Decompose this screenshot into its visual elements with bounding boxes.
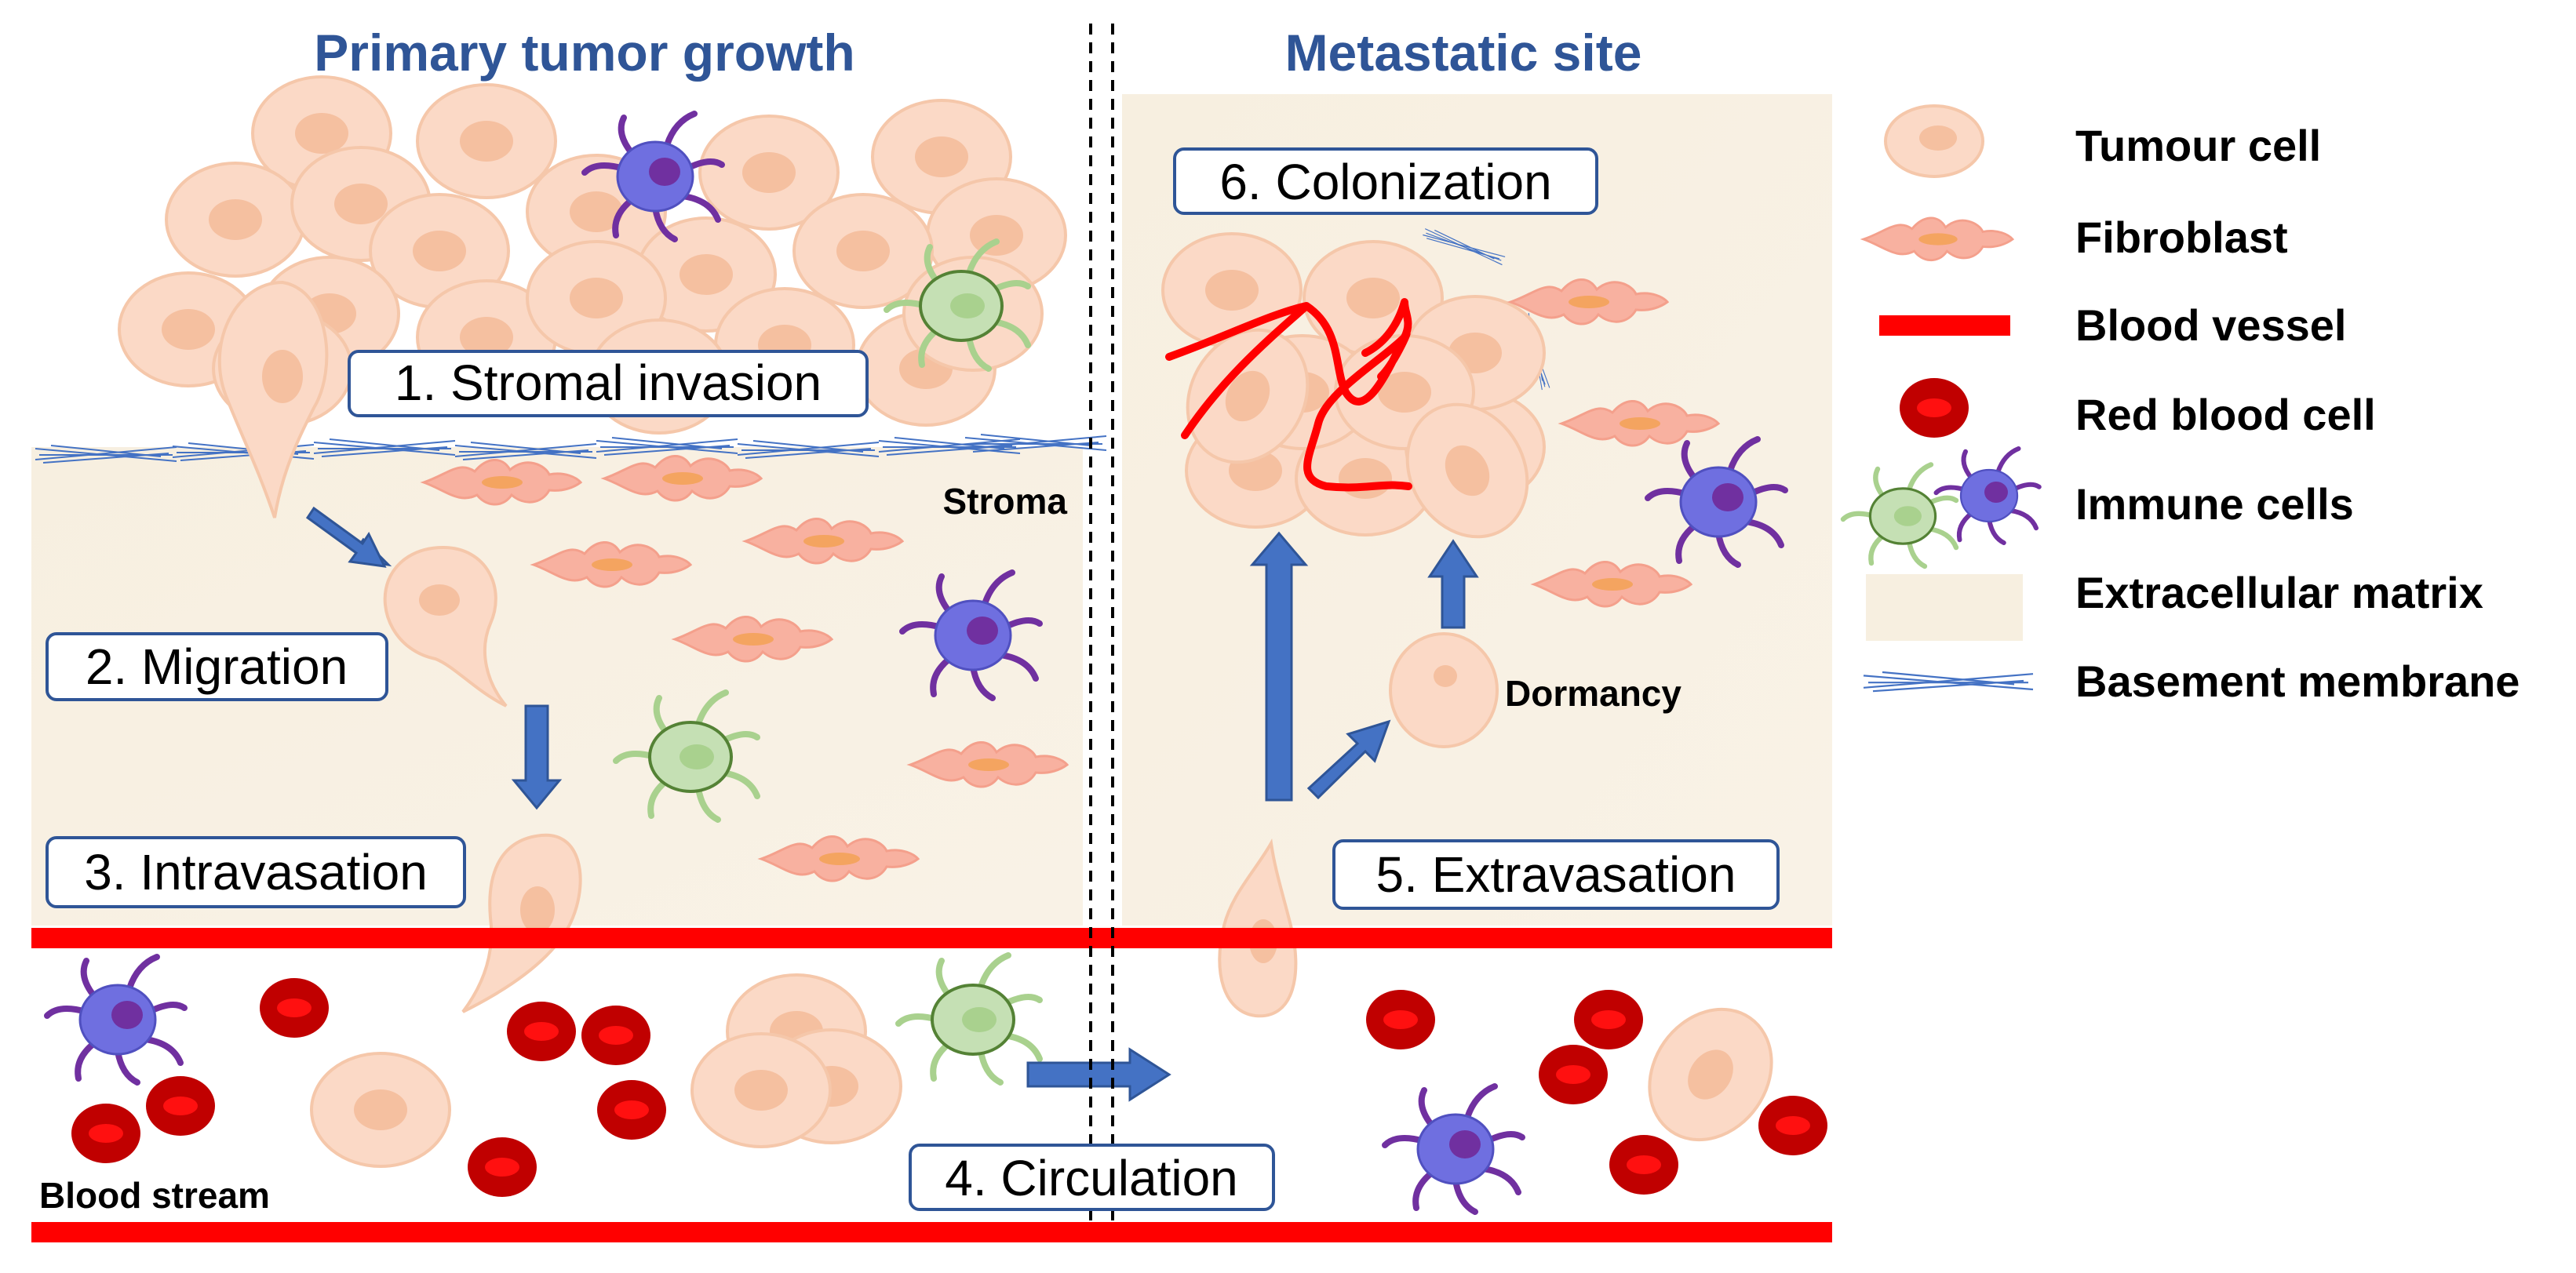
blood-vessel-upper: [31, 928, 1832, 948]
label-dormancy: Dormancy: [1505, 673, 1682, 714]
legend-tumour-cell-icon: [1884, 104, 1984, 178]
primary-tumour-mass: [118, 75, 1067, 518]
legend-blood-vessel: Blood vessel: [2075, 300, 2346, 350]
legend-extracellular-matrix: Extracellular matrix: [2075, 568, 2483, 617]
neo-vessel: [1165, 298, 1412, 492]
legend-fibroblast-icon: [1862, 216, 2014, 262]
label-blood-stream: Blood stream: [39, 1175, 270, 1216]
svg-text:3. Intravasation: 3. Intravasation: [84, 844, 428, 900]
step-extravasation: 5. Extravasation: [1332, 839, 1780, 910]
svg-text:6. Colonization: 6. Colonization: [1219, 154, 1551, 210]
step-migration: 2. Migration: [46, 632, 388, 701]
legend-blood-vessel-icon: [1879, 315, 2010, 336]
legend-red-blood-cell: Red blood cell: [2075, 390, 2376, 439]
svg-text:5. Extravasation: 5. Extravasation: [1376, 846, 1736, 903]
legend-immune-cells: Immune cells: [2075, 479, 2354, 529]
step-intravasation: 3. Intravasation: [46, 836, 466, 908]
heading-metastatic: Metastatic site: [1285, 24, 1642, 82]
blood-vessel-lower: [31, 1222, 1832, 1242]
legend-tumour-cell: Tumour cell: [2075, 121, 2321, 170]
heading-primary: Primary tumor growth: [314, 24, 854, 82]
legend: Tumour cell Fibroblast Blood vessel Red …: [1843, 104, 2520, 706]
flow-arrows: [305, 506, 1479, 1102]
step-colonization: 6. Colonization: [1173, 147, 1598, 215]
svg-text:2. Migration: 2. Migration: [86, 638, 348, 695]
legend-basement-membrane: Basement membrane: [2075, 657, 2520, 706]
legend-immune-cells-icon: [1843, 449, 2039, 566]
legend-basement-membrane-icon: [1862, 671, 2035, 693]
label-stroma: Stroma: [943, 481, 1068, 522]
svg-text:4. Circulation: 4. Circulation: [945, 1150, 1238, 1206]
legend-red-blood-cell-icon: [1900, 378, 1969, 438]
dormant-cell: [1389, 632, 1499, 748]
legend-extracellular-matrix-icon: [1866, 574, 2023, 641]
step-circulation: 4. Circulation: [909, 1144, 1275, 1211]
step-stromal-invasion: 1. Stromal invasion: [348, 350, 869, 417]
legend-fibroblast: Fibroblast: [2075, 213, 2288, 262]
svg-text:1. Stromal invasion: 1. Stromal invasion: [395, 355, 822, 411]
